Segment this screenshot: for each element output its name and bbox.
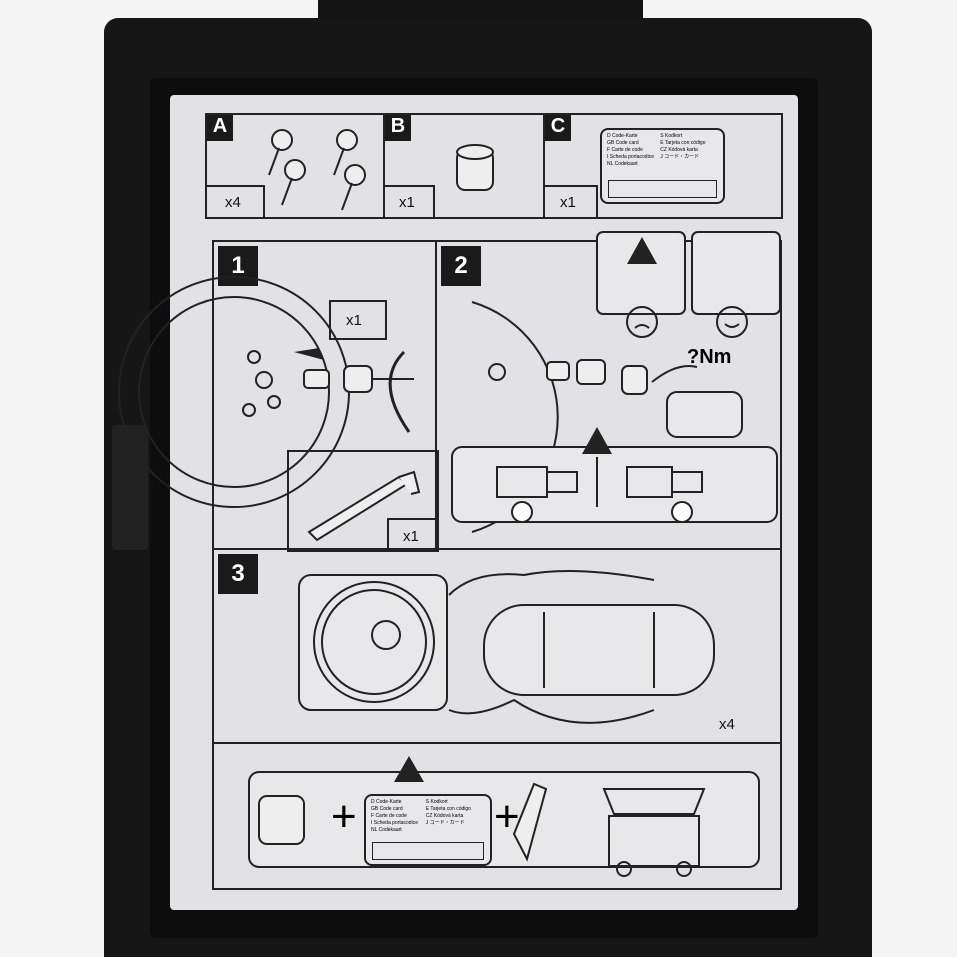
card-text: F Carte de code [371,813,407,819]
qty-label: x1 [403,528,419,545]
qty-label: x1 [560,194,576,211]
card-text: I Scheda portacodice [371,820,418,826]
step-number: 2 [441,246,481,286]
locking-bolts-icon [268,129,366,211]
torque-label: ?Nm [687,346,732,368]
qty-box: x1 [329,300,387,340]
qty-label: x4 [225,194,241,211]
step-3-panel: 3 x4 [212,548,782,744]
case-latch[interactable] [112,425,148,550]
qty-box: x1 [543,185,598,219]
card-text: GB Code card [607,140,639,146]
tighten-illustration [451,231,781,533]
part-b-panel: B x1 [383,113,545,219]
plus-sign: + [331,792,357,841]
wheel-car-illustration [298,570,715,724]
part-tag: B [385,115,411,141]
part-a-panel: A x4 [205,113,385,219]
card-text: E Tarjeta con código [425,806,471,812]
step-number: 3 [218,554,258,594]
code-field [608,180,717,198]
card-text: S Kodkort [425,799,448,805]
wheel-wrench-icon [307,470,421,542]
part-tag: C [545,115,571,141]
qty-box: x1 [387,518,439,552]
qty-label: x4 [719,716,735,733]
qty-label: x1 [346,312,362,329]
card-text: CZ Kódová karta [425,813,464,819]
card-text: GB Code card [371,806,403,812]
wheel-loosen-illustration [118,276,414,508]
step-number: 1 [218,246,258,286]
card-text: J コード・カード [425,820,465,826]
qty-box: x1 [383,185,435,219]
code-field [372,842,484,860]
card-text: D Code-Karte [607,133,638,139]
card-text: D Code-Karte [371,799,402,805]
card-text: I Scheda portacodice [607,154,654,160]
card-text: CZ Kódová karta [660,147,698,153]
card-text: E Tarjeta con código [660,140,706,146]
card-text: NL Codekaart [607,161,638,167]
step-2-panel: 2 ?Nm [435,231,782,550]
qty-label: x1 [399,194,415,211]
key-socket-icon [456,144,494,191]
plus-sign: + [494,792,520,841]
qty-box: x4 [205,185,265,219]
step-1-panel: 1 x1 x1 [118,240,439,552]
card-text: F Carte de code [607,147,643,153]
part-tag: A [207,115,233,141]
card-text: S Kodkort [660,133,683,139]
card-text: NL Codekaart [371,827,402,833]
wrench-panel: x1 [287,450,439,552]
card-text: J コード・カード [660,154,700,160]
